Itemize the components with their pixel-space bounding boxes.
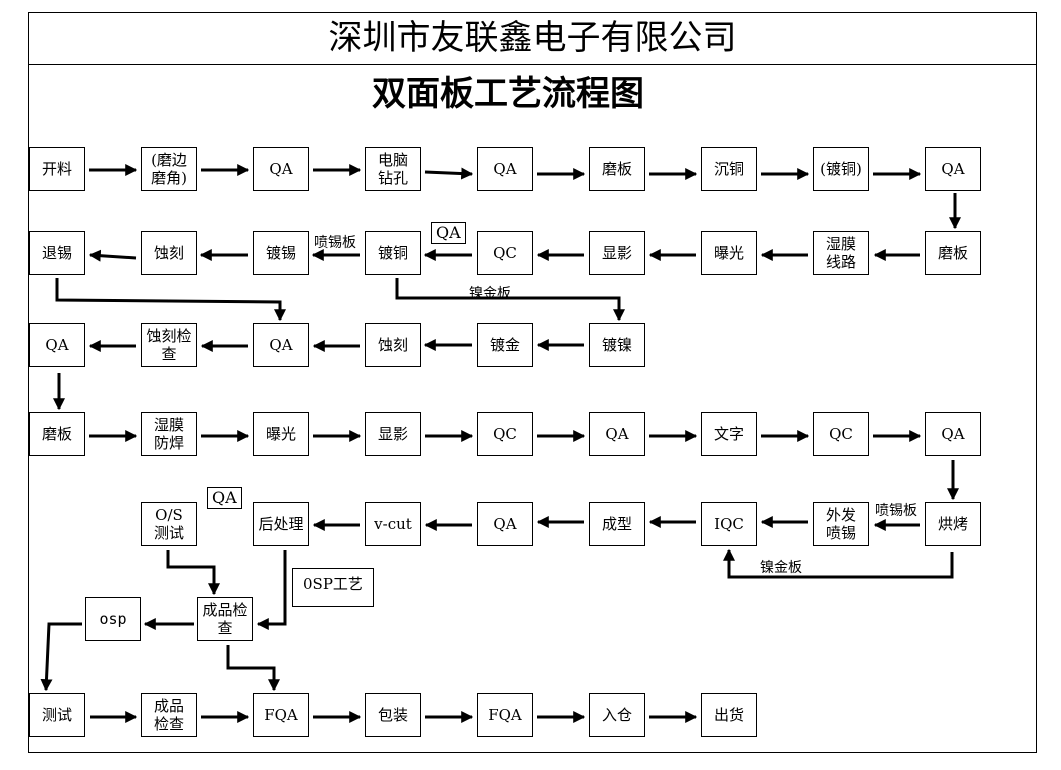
flow-arrow xyxy=(424,167,474,180)
flow-arrow xyxy=(88,249,137,262)
node-shipping: 出货 xyxy=(701,693,757,737)
node-v-cut: v-cut xyxy=(365,502,421,546)
node-baking: 烘烤 xyxy=(925,502,981,546)
node-os-test: O/S 测试 xyxy=(141,502,197,546)
node-qa-3: QA xyxy=(925,147,981,191)
node-board-grinding-2: 磨板 xyxy=(925,231,981,275)
diagram-frame xyxy=(28,12,1037,753)
note-hasl-board-1: 喷锡板 xyxy=(314,235,356,251)
flow-arrow xyxy=(723,548,954,579)
node-nickel-plating: 镀镍 xyxy=(589,323,645,367)
node-etching-1: 蚀刻 xyxy=(141,231,197,275)
node-wet-film-circuit: 湿膜 线路 xyxy=(813,231,869,275)
flow-arrow xyxy=(256,550,287,630)
node-qa-2: QA xyxy=(477,147,533,191)
node-qa-7: QA xyxy=(925,412,981,456)
node-board-grinding-3: 磨板 xyxy=(29,412,85,456)
node-exposure-2: 曝光 xyxy=(253,412,309,456)
flow-arrow xyxy=(55,278,286,322)
node-copper-plating-1: (镀铜) xyxy=(813,147,869,191)
node-outsourced-hasl: 外发 喷锡 xyxy=(813,502,869,546)
node-qc-2: QC xyxy=(477,412,533,456)
node-etching-2: 蚀刻 xyxy=(365,323,421,367)
node-developing-2: 显影 xyxy=(365,412,421,456)
node-qa-1: QA xyxy=(253,147,309,191)
flow-arrow xyxy=(226,645,280,692)
node-qc-3: QC xyxy=(813,412,869,456)
company-name: 深圳市友联鑫电子有限公司 xyxy=(328,18,737,58)
node-qa-8: QA xyxy=(477,502,533,546)
node-electroless-copper: 沉铜 xyxy=(701,147,757,191)
diagram-title: 双面板工艺流程图 xyxy=(372,74,644,114)
node-tin-stripping: 退锡 xyxy=(29,231,85,275)
note-osp-process: 0SP工艺 xyxy=(292,568,374,607)
flow-arrow xyxy=(166,550,220,596)
node-qa-5: QA xyxy=(253,323,309,367)
note-hasl-board-2: 喷锡板 xyxy=(875,503,917,519)
note-qa-box-2: QA xyxy=(207,487,242,509)
node-copper-plating-2: 镀铜 xyxy=(365,231,421,275)
note-qa-box-1: QA xyxy=(431,222,466,244)
node-cnc-drilling: 电脑 钻孔 xyxy=(365,147,421,191)
node-developing-1: 显影 xyxy=(589,231,645,275)
flow-arrow xyxy=(40,622,82,692)
node-packing: 包装 xyxy=(365,693,421,737)
node-exposure-1: 曝光 xyxy=(701,231,757,275)
node-legend-printing: 文字 xyxy=(701,412,757,456)
node-iqc: IQC xyxy=(701,502,757,546)
node-etch-inspection: 蚀刻检 查 xyxy=(141,323,197,367)
node-qa-4: QA xyxy=(29,323,85,367)
node-wet-film-solder-mask: 湿膜 防焊 xyxy=(141,412,197,456)
flow-arrow xyxy=(395,278,625,322)
node-tin-plating: 镀锡 xyxy=(253,231,309,275)
node-fqa-2: FQA xyxy=(477,693,533,737)
node-fqa-1: FQA xyxy=(253,693,309,737)
node-warehousing: 入仓 xyxy=(589,693,645,737)
node-cutting: 开料 xyxy=(29,147,85,191)
node-osp: osp xyxy=(85,597,141,641)
header-divider xyxy=(28,64,1037,65)
node-edge-grinding: (磨边 磨角) xyxy=(141,147,197,191)
node-testing: 测试 xyxy=(29,693,85,737)
node-final-inspection-2: 成品 检查 xyxy=(141,693,197,737)
note-nickel-gold-board-2: 镍金板 xyxy=(760,560,802,576)
node-board-grinding-1: 磨板 xyxy=(589,147,645,191)
node-qa-6: QA xyxy=(589,412,645,456)
node-gold-plating: 镀金 xyxy=(477,323,533,367)
node-post-processing: 后处理 xyxy=(253,502,309,546)
node-qc-1: QC xyxy=(477,231,533,275)
node-forming: 成型 xyxy=(589,502,645,546)
node-final-inspection-1: 成品检 查 xyxy=(197,597,253,641)
